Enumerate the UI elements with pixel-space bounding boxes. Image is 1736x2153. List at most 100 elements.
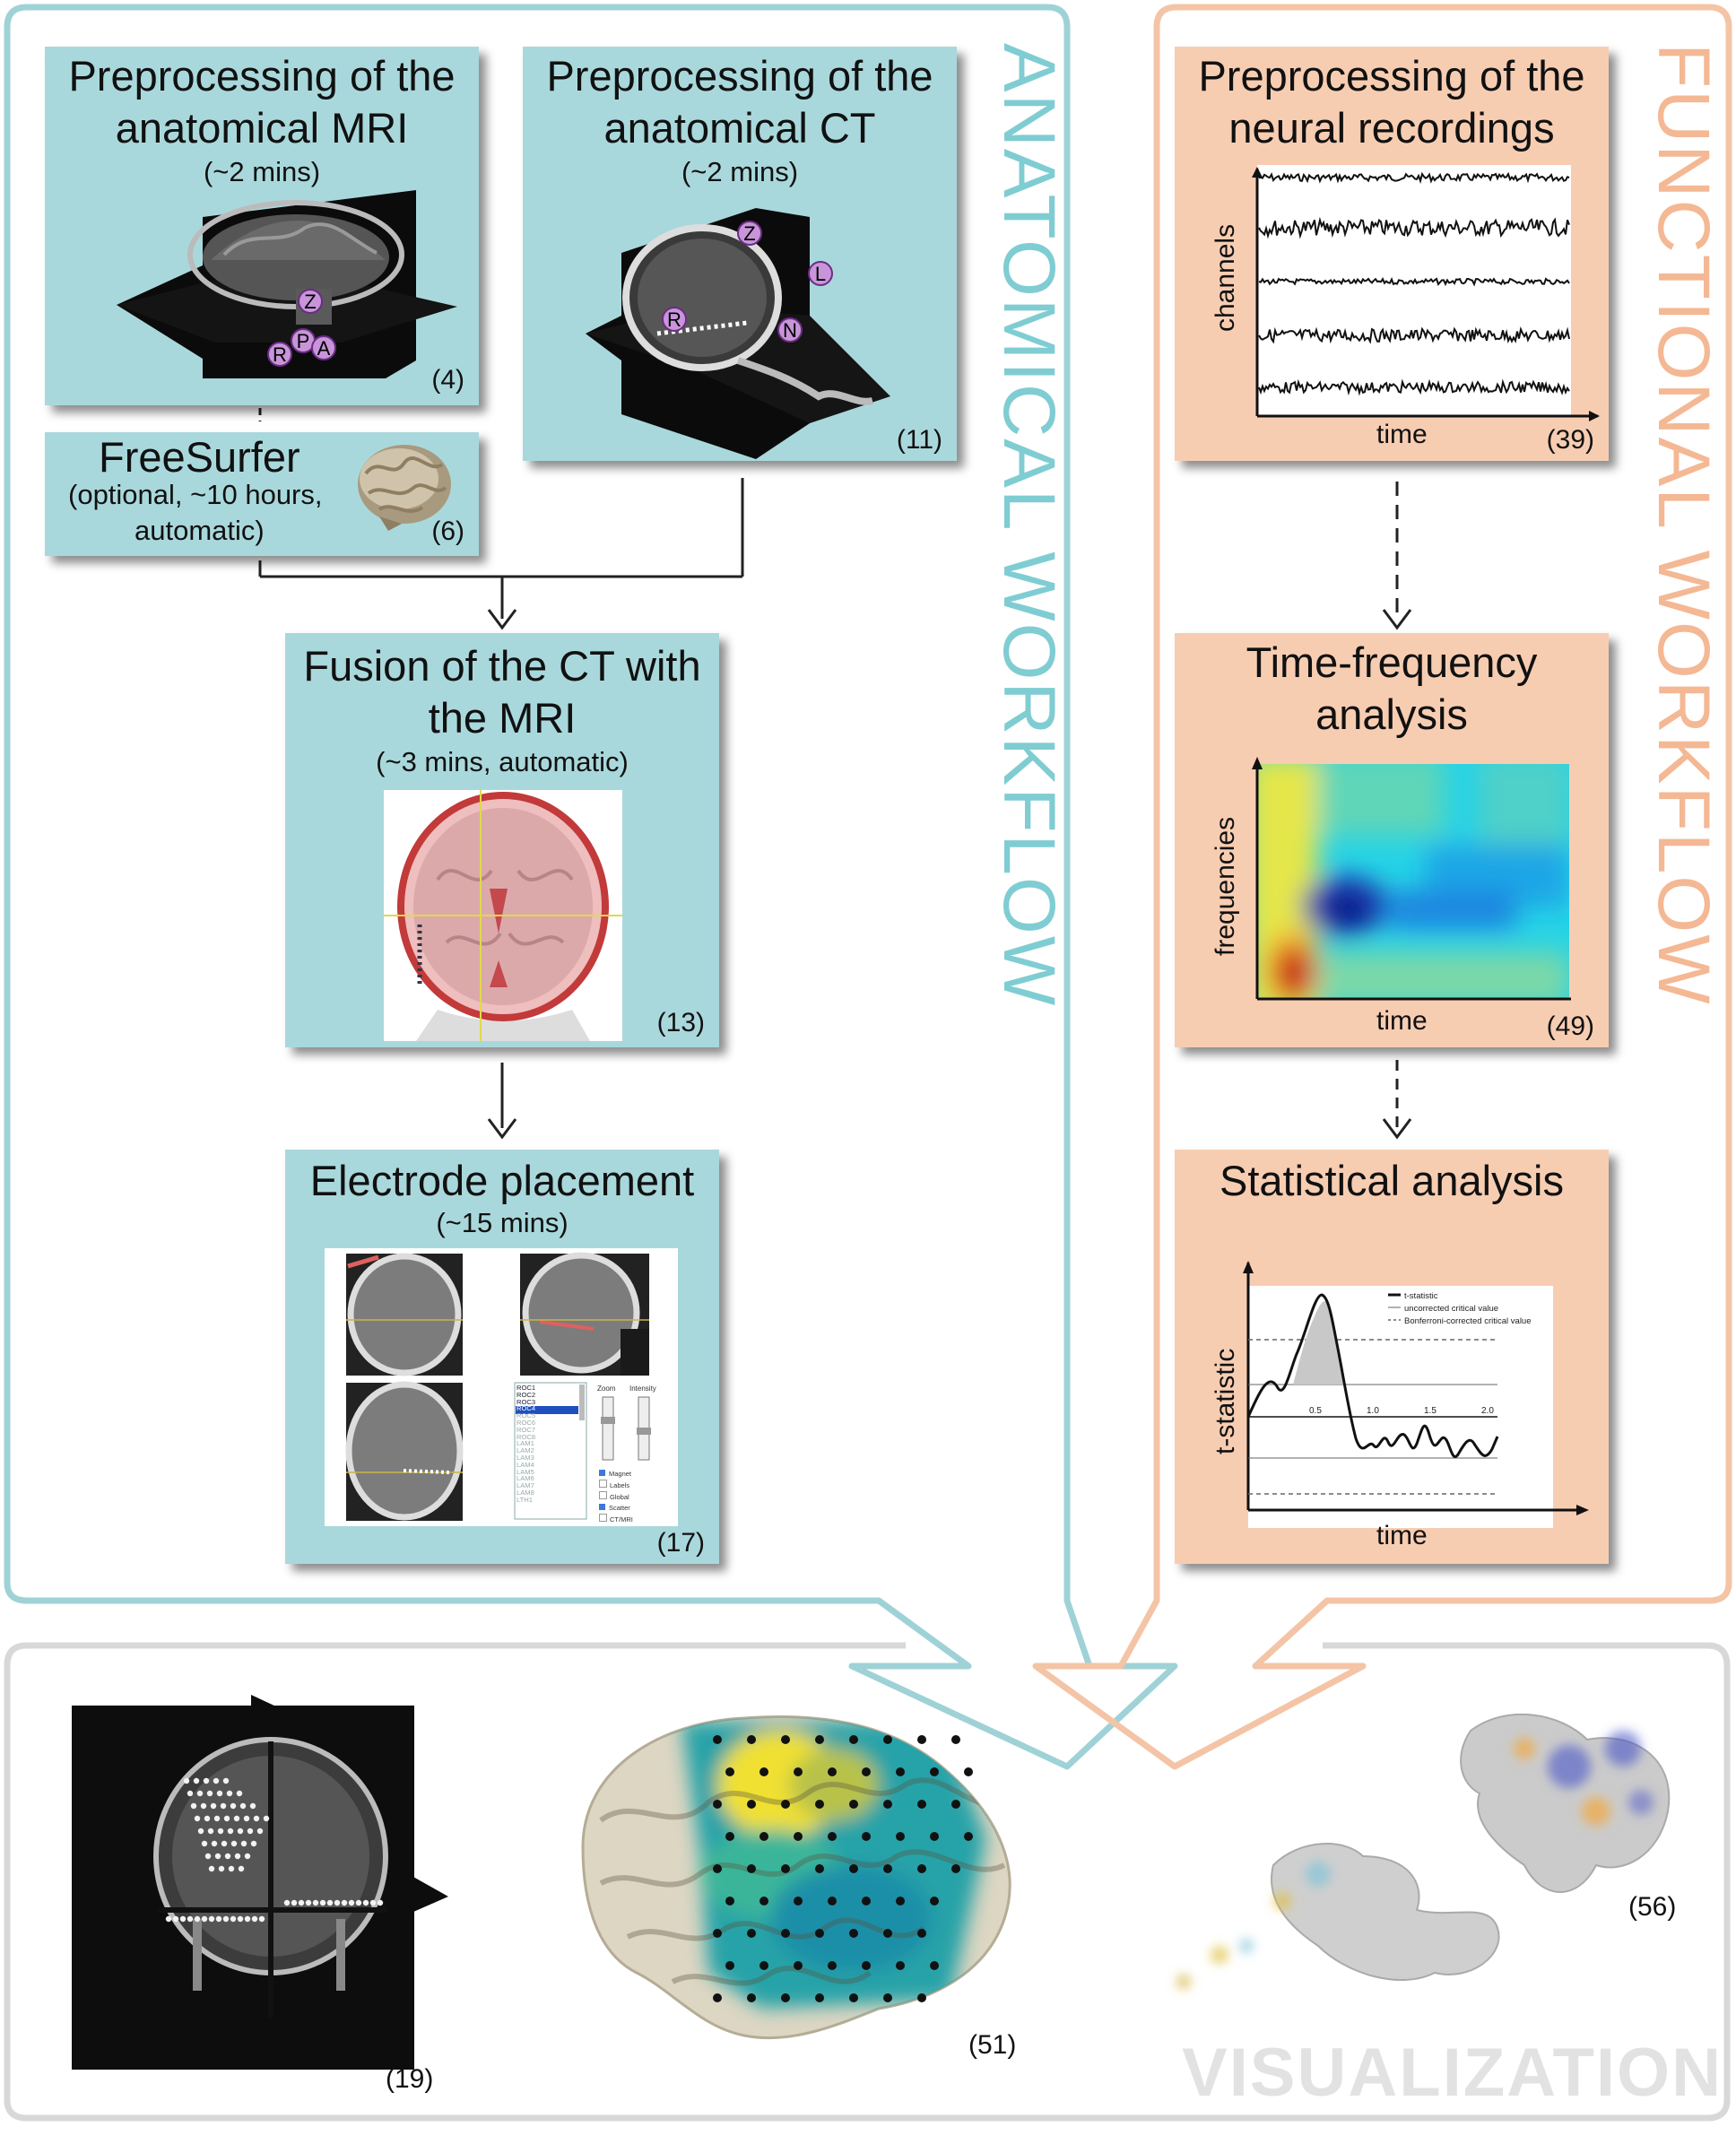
- channel-item[interactable]: ROC5: [516, 1411, 536, 1420]
- electrode-dot: [862, 1767, 871, 1776]
- electrode-contact: [238, 1865, 245, 1872]
- channel-item[interactable]: LTH1: [516, 1495, 534, 1504]
- tfr-ylabel: frequencies: [1211, 816, 1240, 956]
- channel-item[interactable]: ROC6: [516, 1418, 536, 1427]
- mri-marker-z: Z: [304, 291, 316, 313]
- checkbox-global[interactable]: Global: [599, 1491, 633, 1503]
- channel-item[interactable]: LAM6: [516, 1474, 534, 1483]
- freesurfer-line2: automatic): [135, 515, 265, 546]
- electrode-dot: [930, 1767, 939, 1776]
- electrode-contact: [319, 1899, 326, 1906]
- electrode-contact: [203, 1777, 210, 1784]
- electrode-gui-panel: ROC1 ROC2 ROC3 ROC4 ROC5 ROC6 ROC7 ROC8 …: [325, 1248, 678, 1526]
- stats-legend-tstat: t-statistic: [1404, 1291, 1438, 1301]
- electrode-dot: [828, 1961, 837, 1970]
- electrode-dot: [828, 1832, 837, 1841]
- electrode-dot: [849, 1929, 858, 1938]
- channel-item[interactable]: ROC1: [516, 1384, 536, 1392]
- electrode-placement-box: Electrode placement (~15 mins) ROC: [285, 1150, 719, 1564]
- electrode-contact: [233, 1815, 240, 1822]
- checkbox-scatter[interactable]: Scatter: [599, 1503, 633, 1514]
- functional-panel-border: [1032, 4, 1732, 1770]
- stats-xlabel: time: [1376, 1521, 1428, 1550]
- ct-marker-n: N: [783, 319, 797, 342]
- electrode-contact: [312, 1899, 319, 1906]
- checkbox-ct-mri[interactable]: CT/MRI: [599, 1514, 633, 1525]
- channel-item[interactable]: LAM1: [516, 1439, 534, 1448]
- electrode-dot: [713, 1800, 722, 1809]
- electrode-dot: [849, 1735, 858, 1744]
- electrode-dot: [883, 1993, 892, 2002]
- electrode-dot: [760, 1832, 768, 1841]
- electrode-dot: [883, 1800, 892, 1809]
- checkbox-labels[interactable]: Labels: [599, 1480, 633, 1491]
- electrode-contact: [187, 1915, 194, 1923]
- channel-item[interactable]: ROC7: [516, 1425, 536, 1434]
- electrode-dot: [725, 1832, 734, 1841]
- electrode-contact: [213, 1815, 221, 1822]
- electrode-dot: [862, 1832, 871, 1841]
- electrode-contact: [208, 1915, 215, 1923]
- electrode-dot: [930, 1897, 939, 1906]
- time-frequency-heatmap: [1252, 757, 1571, 1001]
- electrode-contact: [222, 1777, 230, 1784]
- stats-tick-0.5: 0.5: [1309, 1406, 1322, 1416]
- electrode-contact: [341, 1899, 348, 1906]
- electrode-contact: [216, 1790, 223, 1797]
- electrode-contact: [348, 1899, 355, 1906]
- electrode-contact: [172, 1915, 179, 1923]
- checkbox-label: CT/MRI: [610, 1515, 633, 1524]
- electrode-contact: [362, 1899, 369, 1906]
- electrode-dot: [828, 1767, 837, 1776]
- stats-legend-bonferroni: Bonferroni-corrected critical value: [1404, 1316, 1532, 1326]
- electrode-contact: [204, 1853, 212, 1860]
- electrode-contact: [179, 1915, 187, 1923]
- electrode-contact: [227, 1827, 234, 1835]
- electrode-contact: [247, 1827, 254, 1835]
- electrode-dot: [781, 1929, 790, 1938]
- vis-ortho-ref: (19): [386, 2064, 434, 2094]
- channel-item[interactable]: LAM8: [516, 1488, 534, 1497]
- channel-item[interactable]: LAM2: [516, 1446, 534, 1455]
- electrode-contact: [237, 1915, 244, 1923]
- ct-box-title: Preprocessing of the anatomical CT: [546, 52, 933, 152]
- electrode-contact: [223, 1815, 230, 1822]
- checkbox-label: Labels: [610, 1481, 630, 1489]
- vis-subcortical-ref: (56): [1628, 1892, 1677, 1922]
- electrode-contact: [239, 1802, 247, 1810]
- channel-item[interactable]: LAM7: [516, 1481, 534, 1490]
- electrode-dot: [883, 1929, 892, 1938]
- mri-preprocessing-box: Preprocessing of the anatomical MRI (~2 …: [45, 47, 479, 405]
- channel-item[interactable]: ROC3: [516, 1397, 536, 1406]
- electrode-contact: [253, 1815, 260, 1822]
- checkbox-magnet[interactable]: Magnet: [599, 1469, 633, 1480]
- channel-item[interactable]: ROC2: [516, 1390, 536, 1399]
- stats-legend-uncorrected: uncorrected critical value: [1404, 1304, 1498, 1314]
- electrode-channel-list[interactable]: ROC1 ROC2 ROC3 ROC4 ROC5 ROC6 ROC7 ROC8 …: [516, 1385, 577, 1504]
- option-checkboxes[interactable]: Magnet Labels Global Scatter CT/MRI: [599, 1469, 633, 1525]
- electrode-dot: [760, 1897, 768, 1906]
- electrode-contact: [244, 1853, 251, 1860]
- channel-item[interactable]: LAM5: [516, 1467, 534, 1476]
- electrode-contact: [196, 1790, 204, 1797]
- electrode-dot: [725, 1961, 734, 1970]
- electrode-dot: [917, 1864, 926, 1873]
- ct-marker-z: Z: [743, 222, 755, 245]
- channel-item[interactable]: LAM3: [516, 1453, 534, 1462]
- stats-box-title: Statistical analysis: [1220, 1157, 1564, 1204]
- electrode-contact: [218, 1865, 225, 1872]
- electrode-dot: [917, 1993, 926, 2002]
- channel-item[interactable]: ROC8: [516, 1432, 536, 1441]
- electrode-dot: [747, 1864, 756, 1873]
- electrode-contact: [228, 1865, 235, 1872]
- electrode-contact: [211, 1840, 218, 1847]
- electrode-contact: [190, 1802, 197, 1810]
- channel-item[interactable]: LAM4: [516, 1460, 534, 1469]
- channel-item[interactable]: ROC4: [516, 1404, 536, 1413]
- electrode-dot: [725, 1767, 734, 1776]
- electrode-dot: [951, 1735, 960, 1744]
- electrode-contact: [217, 1827, 224, 1835]
- electrode-contact: [326, 1899, 334, 1906]
- freesurfer-ref: (6): [431, 517, 464, 546]
